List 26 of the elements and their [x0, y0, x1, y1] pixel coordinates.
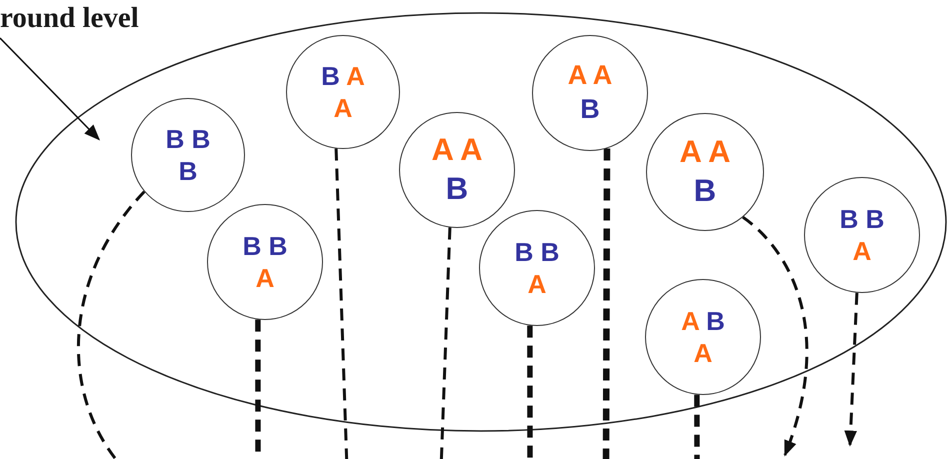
allele-letters: A: [852, 235, 872, 268]
allele-letters: A A: [679, 133, 731, 172]
level-label: round level: [0, 2, 140, 35]
dashed-line: [694, 394, 700, 459]
arrow: [0, 37, 100, 140]
dashed-line: [602, 148, 610, 459]
arrow: [844, 292, 858, 447]
allele-letters: B B: [166, 122, 210, 155]
allele-letters: B: [446, 170, 468, 208]
arrow: [742, 216, 808, 456]
allele-letters: B B: [840, 202, 884, 235]
allele-letters: B: [694, 172, 716, 210]
dashed-line: [527, 326, 533, 459]
dashed-line: [334, 148, 348, 459]
allele-letters: A: [528, 268, 546, 300]
allele-letters: A A: [431, 131, 483, 170]
allele-letters: B: [580, 93, 600, 126]
dashed-line: [440, 228, 452, 459]
allele-letters: A: [694, 337, 712, 370]
allele-letters: A: [256, 262, 274, 294]
allele-letters: A: [334, 92, 352, 124]
allele-letters: B B: [242, 230, 288, 262]
allele-letters: B B: [514, 236, 560, 268]
allele-letters: A A: [568, 59, 612, 92]
dashed-line: [77, 190, 146, 459]
allele-letters: B: [178, 155, 198, 188]
